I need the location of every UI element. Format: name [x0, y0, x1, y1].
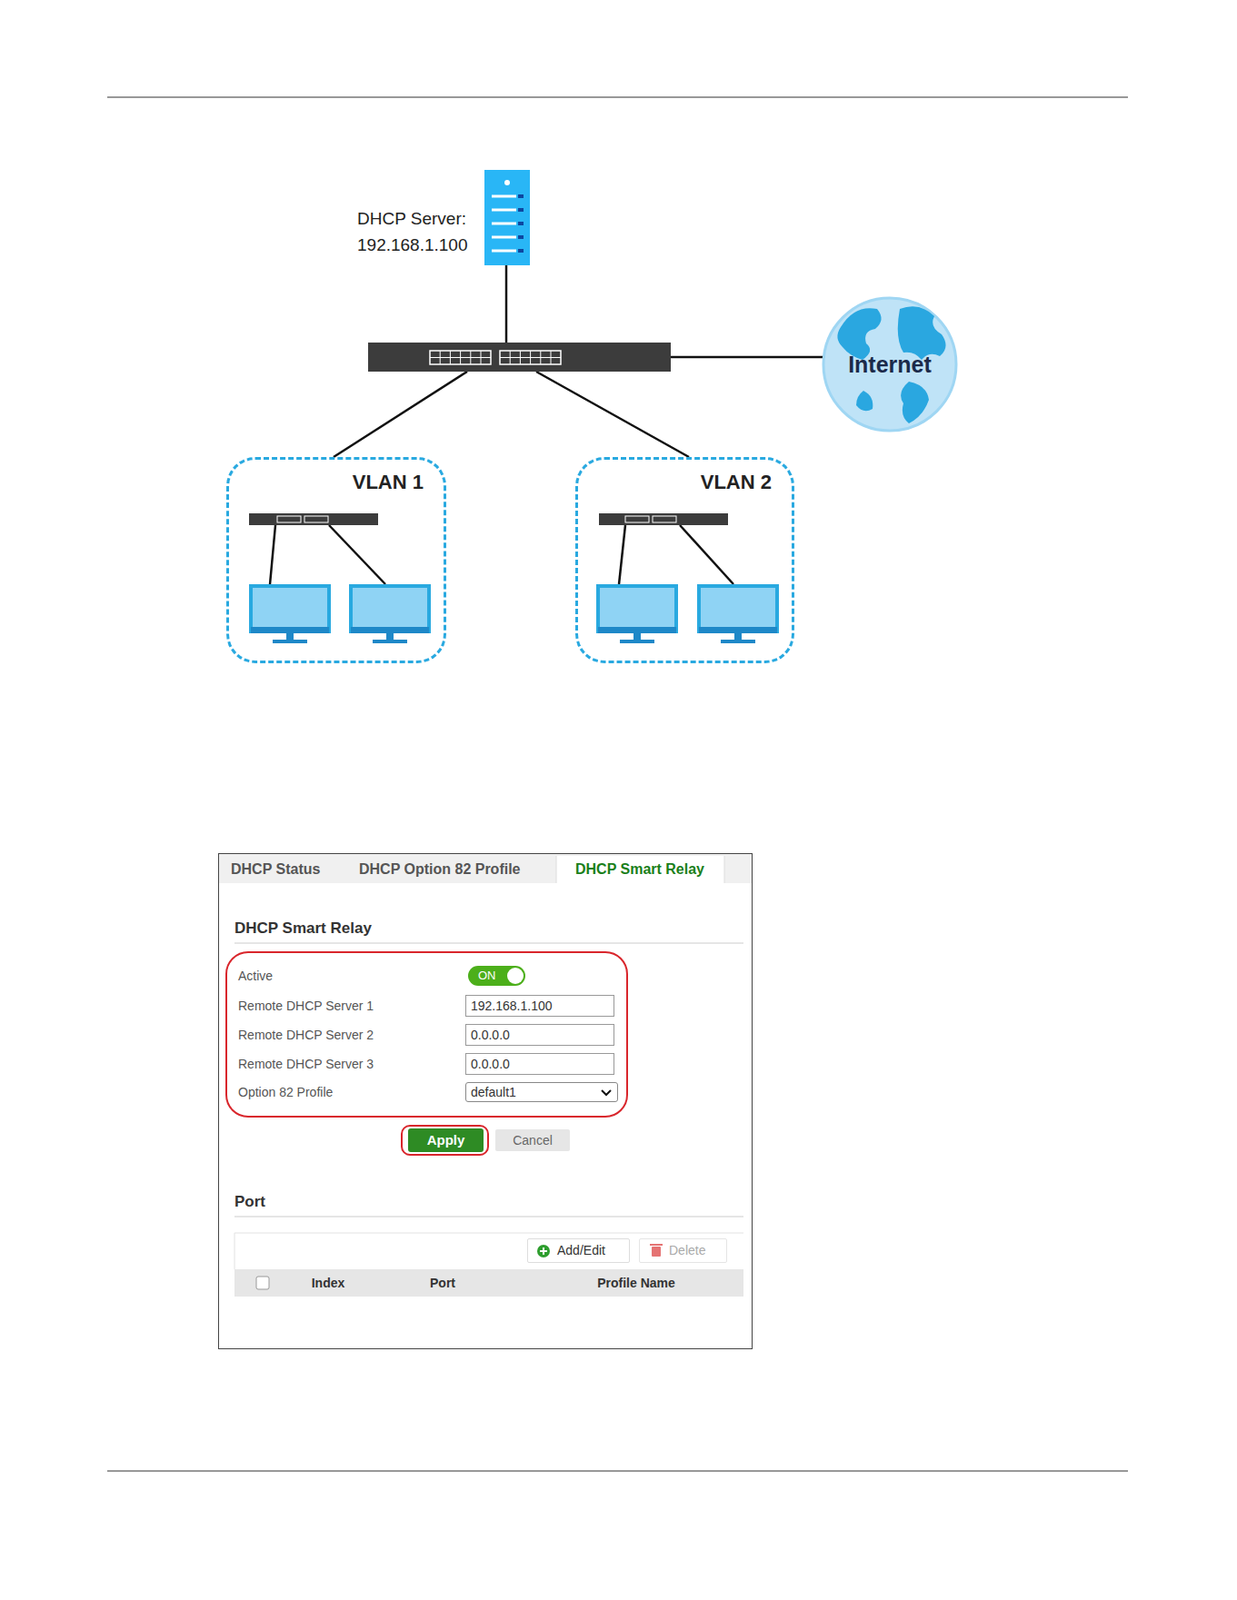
- node-text: 0.0.0.0: [470, 1054, 609, 1075]
- section-heading: Port: [234, 1193, 266, 1212]
- node-text: 0.0.0.0: [470, 1025, 609, 1046]
- column-header: Profile Name: [597, 1276, 676, 1292]
- node-text: Apply: [408, 1128, 484, 1153]
- page-rule: [107, 1471, 1128, 1473]
- monitor-icons: [250, 586, 778, 644]
- node-text: ON: [478, 966, 526, 987]
- vlan-group: VLAN 2: [575, 457, 795, 664]
- text-input: 0.0.0.0: [465, 1053, 615, 1076]
- node-text: Add/Edit: [557, 1239, 629, 1263]
- apply-button: Apply: [408, 1128, 484, 1153]
- vlan-group: VLAN 1: [226, 457, 447, 664]
- text-input: 0.0.0.0: [465, 1024, 615, 1047]
- switch-icon: [368, 342, 671, 372]
- toggle-knob: [507, 967, 524, 985]
- node-text: default1: [470, 1083, 596, 1102]
- switch-icon: [249, 513, 729, 526]
- delete-button: Delete: [638, 1238, 728, 1264]
- text-input: 192.168.1.100: [465, 995, 615, 1018]
- field-label: Remote DHCP Server 3: [238, 1057, 374, 1073]
- node-text: DHCP Server: 192.168.1.100: [357, 205, 485, 259]
- field-label: Remote DHCP Server 2: [238, 1027, 374, 1044]
- add-button: Add/Edit: [527, 1238, 630, 1264]
- network-wires: [269, 265, 825, 585]
- globe-icon: [823, 298, 957, 431]
- server-label: DHCP Server: 192.168.1.100: [357, 205, 485, 262]
- field-label: Active: [238, 968, 273, 985]
- tab-label: DHCP Smart Relay: [575, 860, 705, 878]
- tab-label: DHCP Option 82 Profile: [359, 860, 521, 878]
- node-text: 192.168.1.100: [470, 996, 609, 1017]
- cancel-button: Cancel: [495, 1129, 570, 1152]
- dropdown-chevron: [600, 1089, 612, 1098]
- node-text: Internet: [847, 351, 932, 379]
- screenshot-frame: [219, 854, 753, 1350]
- select-box: default1: [465, 1082, 619, 1103]
- node-text: VLAN 1: [229, 470, 424, 495]
- node-text: VLAN 2: [578, 470, 772, 495]
- column-header: Index: [311, 1276, 346, 1292]
- field-label: Remote DHCP Server 1: [238, 998, 374, 1015]
- node-text: Delete: [668, 1239, 727, 1263]
- tab-label: DHCP Status: [230, 860, 320, 878]
- internet-globe: Internet: [823, 298, 957, 431]
- page-rule: [107, 97, 1128, 99]
- toggle-switch: ON: [468, 966, 526, 987]
- section-heading: DHCP Smart Relay: [234, 919, 372, 938]
- field-label: Option 82 Profile: [238, 1085, 333, 1101]
- column-header: Port: [429, 1276, 456, 1292]
- node-text: Cancel: [495, 1129, 570, 1152]
- server-icon: [484, 169, 530, 266]
